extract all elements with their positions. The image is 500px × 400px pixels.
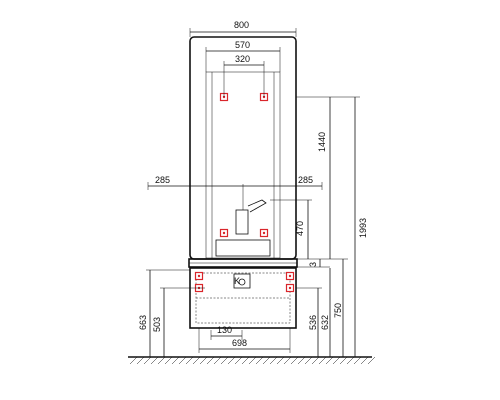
- dim-cabinet-height: 503: [152, 317, 162, 332]
- floor-hatch-line: [269, 356, 278, 365]
- floor-hatch-line: [339, 356, 348, 365]
- fixing-point-dot: [288, 274, 292, 278]
- fixing-point-dot: [222, 231, 226, 235]
- floor-hatch-line: [241, 356, 250, 365]
- floor-hatch-line: [192, 356, 201, 365]
- dim-tap-height: 470: [295, 221, 305, 236]
- dim-offsets: [147, 182, 323, 190]
- dim-cabinet-width: 698: [232, 338, 247, 348]
- floor-hatch-line: [178, 356, 187, 365]
- floor-hatch-line: [143, 356, 152, 365]
- dim-total-height: 1993: [358, 218, 368, 238]
- floor-hatch-line: [346, 356, 355, 365]
- fixing-point-dot: [288, 286, 292, 290]
- floor-hatch-line: [206, 356, 215, 365]
- floor-hatch-line: [136, 356, 145, 365]
- fixing-point-dot: [197, 274, 201, 278]
- floor: [128, 356, 376, 365]
- floor-hatch-line: [185, 356, 194, 365]
- floor-hatch-line: [213, 356, 222, 365]
- dim-top: [189, 28, 297, 97]
- dim-offset-left: 285: [155, 175, 170, 185]
- floor-hatch-line: [171, 356, 180, 365]
- floor-hatch-line: [367, 356, 376, 365]
- dim-offset-right: 285: [298, 175, 313, 185]
- floor-hatch-line: [164, 356, 173, 365]
- floor-hatch-line: [332, 356, 341, 365]
- floor-hatch-line: [353, 356, 362, 365]
- dim-fixing-height-2: 632: [320, 315, 330, 330]
- fixing-point-dot: [262, 231, 266, 235]
- dim-cabinet-top-height: 663: [138, 315, 148, 330]
- floor-hatch-line: [304, 356, 313, 365]
- floor-hatch-line: [262, 356, 271, 365]
- base-cabinet: K: [189, 267, 297, 329]
- dim-mirror-height: 1440: [317, 132, 327, 152]
- dim-left: [146, 269, 205, 357]
- floor-hatch-line: [150, 356, 159, 365]
- floor-hatch-line: [283, 356, 292, 365]
- dim-fixing-spacing: 320: [235, 54, 250, 64]
- floor-hatch-line: [290, 356, 299, 365]
- dim-fixing-height-1: 536: [308, 315, 318, 330]
- dim-bottom: [198, 328, 291, 353]
- fixing-points: [194, 92, 295, 293]
- floor-hatch-line: [129, 356, 138, 365]
- floor-hatch-line: [318, 356, 327, 365]
- countertop: [188, 258, 298, 268]
- floor-hatch-line: [234, 356, 243, 365]
- dim-mirror-width: 800: [234, 20, 249, 30]
- floor-hatch-line: [325, 356, 334, 365]
- dim-gap: 3: [308, 262, 318, 267]
- floor-hatch-line: [227, 356, 236, 365]
- floor-hatch-line: [220, 356, 229, 365]
- floor-hatch-line: [157, 356, 166, 365]
- dim-right: [270, 96, 360, 357]
- floor-hatch-line: [360, 356, 369, 365]
- floor-hatch-line: [297, 356, 306, 365]
- tap-fitting: [215, 184, 271, 257]
- floor-hatch-line: [276, 356, 285, 365]
- drain-marker: K: [234, 276, 240, 286]
- floor-hatch-line: [199, 356, 208, 365]
- dim-fixing-spacing-bottom: 130: [217, 325, 232, 335]
- dim-mirror-inner-width: 570: [235, 40, 250, 50]
- floor-hatch-line: [311, 356, 320, 365]
- floor-hatch-line: [248, 356, 257, 365]
- dim-unit-height: 750: [333, 303, 343, 318]
- floor-hatch-line: [255, 356, 264, 365]
